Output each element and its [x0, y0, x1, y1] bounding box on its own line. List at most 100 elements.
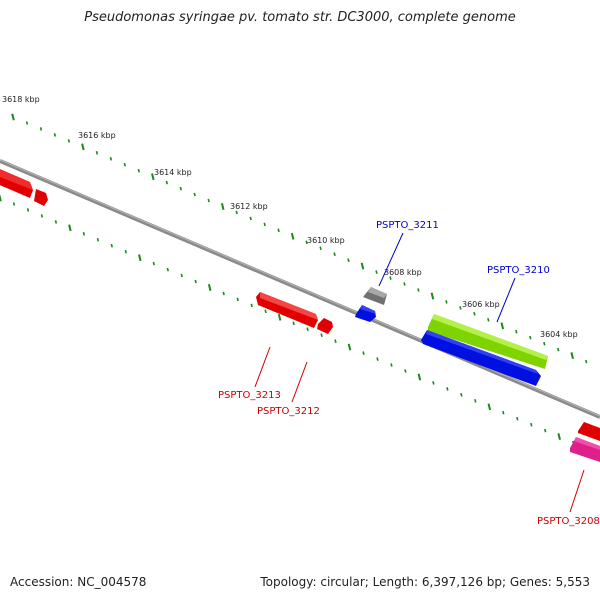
minor-tick — [544, 428, 547, 433]
tick-label: 3614 kbp — [154, 168, 192, 177]
label-leader — [496, 277, 516, 323]
major-tick — [360, 262, 365, 270]
major-tick — [81, 143, 85, 151]
minor-tick — [445, 300, 448, 304]
minor-tick — [375, 270, 378, 274]
minor-tick — [585, 359, 588, 364]
minor-tick — [404, 369, 407, 373]
minor-tick — [67, 139, 71, 143]
gene-feature-pspto-3208[interactable] — [570, 437, 600, 462]
minor-tick — [333, 252, 336, 256]
minor-tick — [109, 157, 113, 161]
minor-tick — [39, 127, 43, 131]
gene-label: PSPTO_3212 — [257, 406, 320, 417]
minor-tick — [292, 321, 295, 326]
minor-tick — [222, 291, 225, 296]
minor-tick — [320, 333, 323, 337]
minor-tick — [389, 276, 392, 280]
minor-tick — [166, 267, 169, 272]
minor-tick — [446, 387, 449, 391]
gene-label: PSPTO_3208 — [537, 516, 600, 527]
minor-tick — [194, 279, 197, 284]
minor-tick — [529, 335, 532, 340]
major-tick — [557, 433, 561, 441]
minor-tick — [362, 351, 365, 355]
major-tick — [151, 173, 155, 181]
minor-tick — [165, 180, 168, 185]
minor-tick — [124, 249, 127, 254]
minor-tick — [264, 309, 267, 314]
tick-label: 3616 kbp — [78, 131, 116, 140]
minor-tick — [319, 246, 322, 250]
minor-tick — [487, 318, 490, 322]
minor-tick — [557, 347, 560, 352]
gene-feature-gray[interactable] — [363, 287, 387, 305]
genome-backbone — [0, 159, 600, 419]
minor-tick — [543, 341, 546, 346]
minor-tick — [123, 162, 126, 167]
minor-tick — [137, 168, 140, 173]
minor-tick — [403, 282, 406, 286]
minor-tick — [26, 208, 30, 212]
minor-tick — [474, 399, 477, 403]
major-tick — [347, 343, 352, 351]
minor-tick — [530, 422, 533, 427]
gene-label: PSPTO_3211 — [376, 220, 439, 231]
minor-tick — [25, 121, 29, 125]
major-tick — [68, 224, 72, 232]
minor-tick — [390, 363, 393, 367]
minor-tick — [53, 133, 57, 137]
minor-tick — [152, 261, 155, 266]
gene-feature-pspto-3212[interactable] — [317, 318, 333, 334]
tick-label: 3612 kbp — [230, 202, 268, 211]
outer-tick-track — [11, 113, 588, 364]
minor-tick — [263, 222, 266, 227]
major-tick — [220, 203, 225, 210]
minor-tick — [180, 273, 183, 278]
minor-tick — [305, 240, 308, 245]
minor-tick — [235, 210, 238, 215]
inner-tick-track — [0, 194, 589, 451]
minor-tick — [376, 357, 379, 361]
minor-tick — [459, 306, 462, 310]
gene-feature-pspto-3211[interactable] — [355, 305, 376, 322]
minor-tick — [334, 339, 337, 343]
major-tick — [430, 292, 435, 300]
gene-feature-blue-long[interactable] — [421, 330, 541, 386]
major-tick — [11, 113, 15, 121]
minor-tick — [12, 202, 16, 206]
gene-feature-red[interactable] — [578, 422, 600, 441]
minor-tick — [460, 393, 463, 397]
map-title: Pseudomonas syringae pv. tomato str. DC3… — [84, 10, 516, 25]
minor-tick — [277, 228, 280, 233]
label-leader — [378, 232, 404, 287]
major-tick — [277, 313, 282, 321]
accession-text: Accession: NC_004578 — [10, 575, 147, 589]
minor-tick — [95, 151, 99, 155]
major-tick — [500, 322, 505, 330]
tick-label: 3606 kbp — [462, 300, 500, 309]
minor-tick — [515, 329, 518, 334]
gene-label: PSPTO_3213 — [218, 390, 281, 401]
minor-tick — [236, 297, 239, 302]
minor-tick — [110, 243, 113, 248]
topology-text: Topology: circular; Length: 6,397,126 bp… — [260, 575, 590, 589]
minor-tick — [502, 410, 505, 415]
minor-tick — [54, 220, 58, 224]
tick-label: 3604 kbp — [540, 330, 578, 339]
tick-label: 3618 kbp — [2, 95, 40, 104]
minor-tick — [249, 216, 252, 221]
major-tick — [138, 254, 142, 262]
major-tick — [487, 403, 492, 411]
minor-tick — [432, 381, 435, 385]
major-tick — [570, 352, 574, 360]
gene-feature-pspto-3213[interactable] — [256, 292, 318, 328]
gene-feature-red[interactable] — [0, 167, 33, 198]
minor-tick — [250, 303, 253, 308]
minor-tick — [179, 186, 182, 191]
major-tick — [0, 194, 2, 202]
minor-tick — [96, 238, 100, 242]
gene-feature-red[interactable] — [34, 189, 48, 206]
gene-feature-pspto-3210[interactable] — [428, 314, 548, 369]
